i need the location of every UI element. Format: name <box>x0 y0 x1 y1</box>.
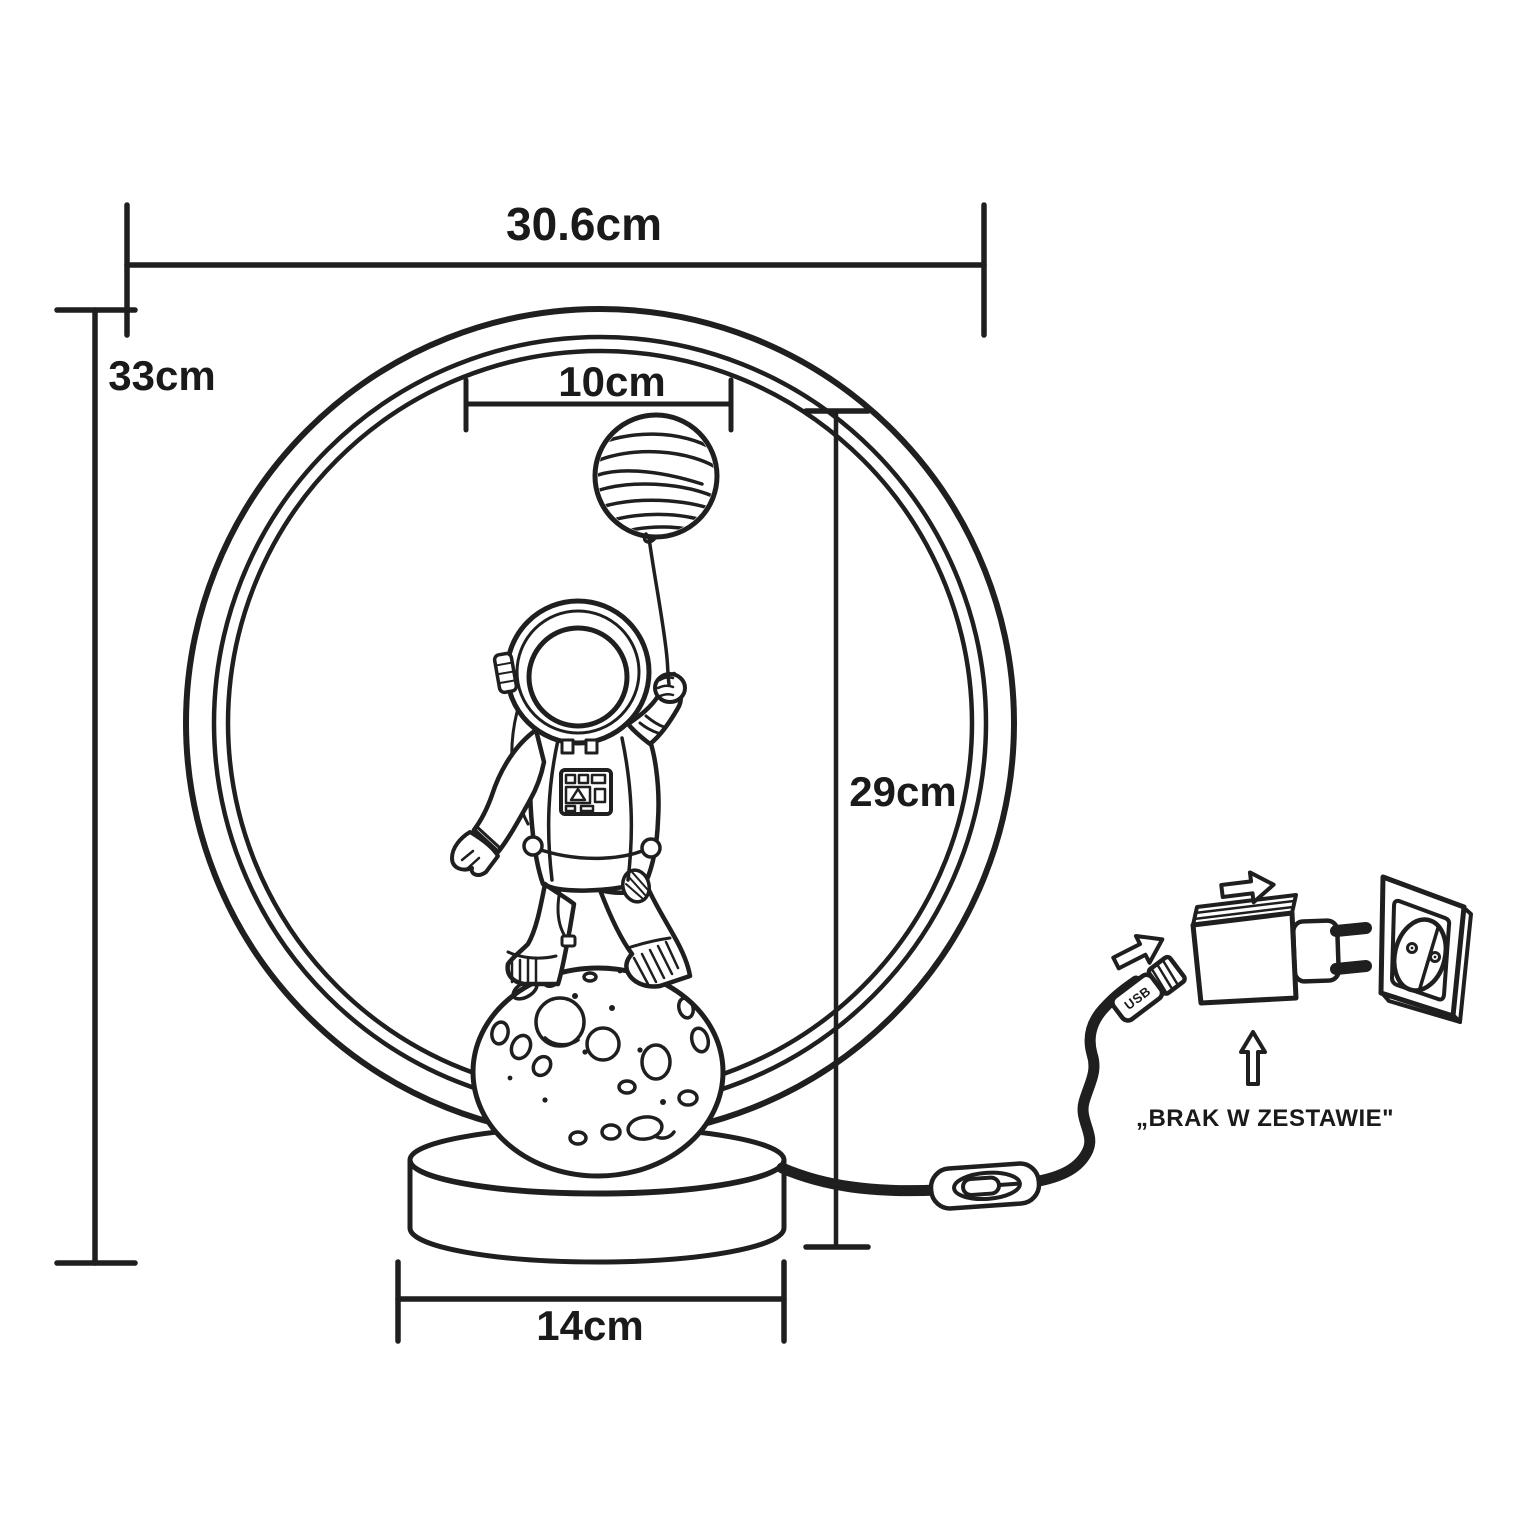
base-width-dimension: 14cm <box>395 1259 787 1349</box>
width-dimension: 30.6cm <box>124 198 987 338</box>
overall-height-label: 33cm <box>108 352 215 399</box>
power-cable <box>776 975 1142 1197</box>
inner-height-label: 29cm <box>849 768 956 815</box>
cable-switch <box>928 1161 1042 1211</box>
height-dimension: 33cm <box>54 307 216 1266</box>
power-adapter <box>1190 893 1372 1006</box>
wall-socket <box>1378 874 1473 1024</box>
inner-width-dimension: 10cm <box>463 358 734 433</box>
lamp-base-front <box>407 1157 787 1265</box>
overall-width-label: 30.6cm <box>506 198 662 250</box>
base-width-label: 14cm <box>536 1302 643 1349</box>
balloon-planet <box>592 412 720 686</box>
not-included-label: „BRAK W ZESTAWIE" <box>1136 1105 1394 1132</box>
not-included-pointer-arrow-icon <box>1239 1030 1267 1086</box>
helmet-earpiece <box>492 651 519 695</box>
inner-width-label: 10cm <box>558 358 665 405</box>
astronaut-figure <box>450 598 693 989</box>
usb-plug: USB <box>1110 954 1187 1023</box>
inner-height-dimension: 29cm <box>803 408 957 1250</box>
chest-panel <box>559 768 613 816</box>
moon-sphere <box>470 965 726 1179</box>
